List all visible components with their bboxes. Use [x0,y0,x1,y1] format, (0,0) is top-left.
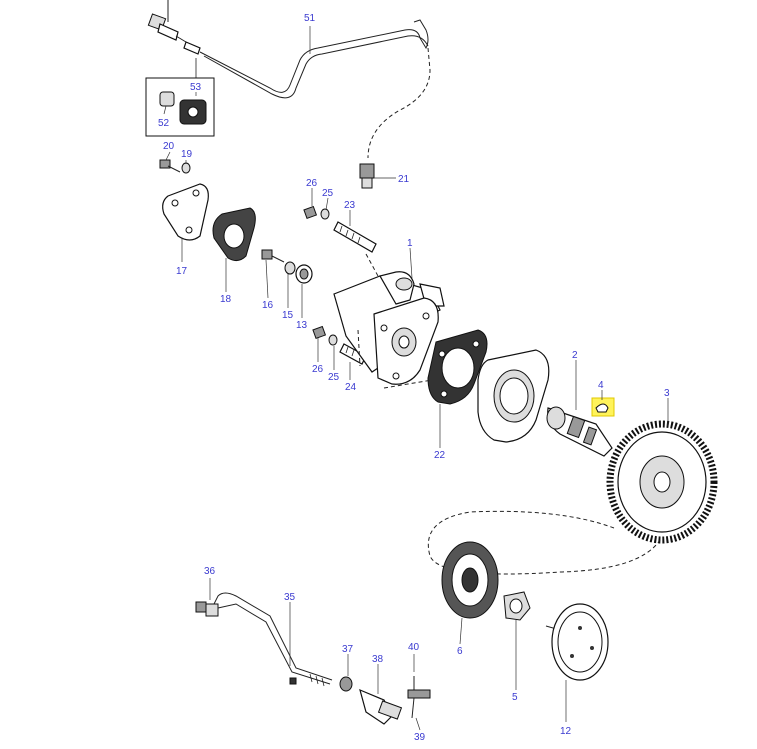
small-screw [289,677,297,685]
label-21: 21 [398,174,410,185]
label-26-lower: 26 [312,364,324,375]
label-15: 15 [282,310,294,321]
stud-23 [333,221,377,253]
leader-lines [163,26,669,731]
hub-nut-5 [503,591,531,621]
label-6: 6 [457,646,463,657]
label-13: 13 [296,320,308,331]
bolt-16 [261,249,285,263]
gasket-22 [427,329,488,405]
drive-flange-plate [477,349,550,443]
label-19: 19 [181,149,193,160]
label-12: 12 [560,726,572,737]
gasket-18 [212,207,256,262]
label-16: 16 [262,300,274,311]
banjo-union-21 [359,163,396,189]
label-18: 18 [220,294,232,305]
seal-13 [295,264,313,284]
washer-19 [181,162,191,174]
washer-25-lower [328,334,338,346]
label-22: 22 [434,450,446,461]
woodruff-key-4-highlight [591,397,615,417]
label-2: 2 [572,350,578,361]
toothed-pulley-6 [441,541,499,619]
drive-shaft-2 [546,406,613,457]
label-53: 53 [190,82,202,93]
control-rod-35 [195,592,333,687]
gear-wheel-3 [606,420,718,544]
nut-37 [339,676,353,692]
label-4: 4 [598,380,604,391]
nut-26-upper [303,205,318,220]
label-24: 24 [345,382,357,393]
damper-disc-12 [545,603,609,681]
label-26-upper: 26 [306,178,318,189]
label-25-lower: 25 [328,372,340,383]
label-35: 35 [284,592,296,603]
label-3: 3 [664,388,670,399]
label-38: 38 [372,654,384,665]
label-17: 17 [176,266,188,277]
fitting-inset-box [145,77,215,137]
pump-body-1 [333,253,445,385]
cover-plate-17 [162,183,209,241]
clevis-38 [359,688,403,725]
label-37: 37 [342,644,354,655]
washer-15 [284,261,296,275]
label-20: 20 [163,141,175,152]
bolt-39 [407,689,431,719]
washer-25-upper [320,208,330,220]
label-23: 23 [344,200,356,211]
label-25-upper: 25 [322,188,334,199]
label-51: 51 [304,13,316,24]
bolt-20 [159,159,181,173]
label-1: 1 [407,238,413,249]
label-36: 36 [204,566,216,577]
label-5: 5 [512,692,518,703]
label-52: 52 [158,118,170,129]
nut-26-lower [312,325,327,340]
fuel-line-assembly [147,0,429,99]
part-labels: 51 53 52 21 20 19 17 18 26 25 23 1 16 15… [158,13,670,743]
label-40: 40 [408,642,420,653]
label-39: 39 [414,732,426,743]
